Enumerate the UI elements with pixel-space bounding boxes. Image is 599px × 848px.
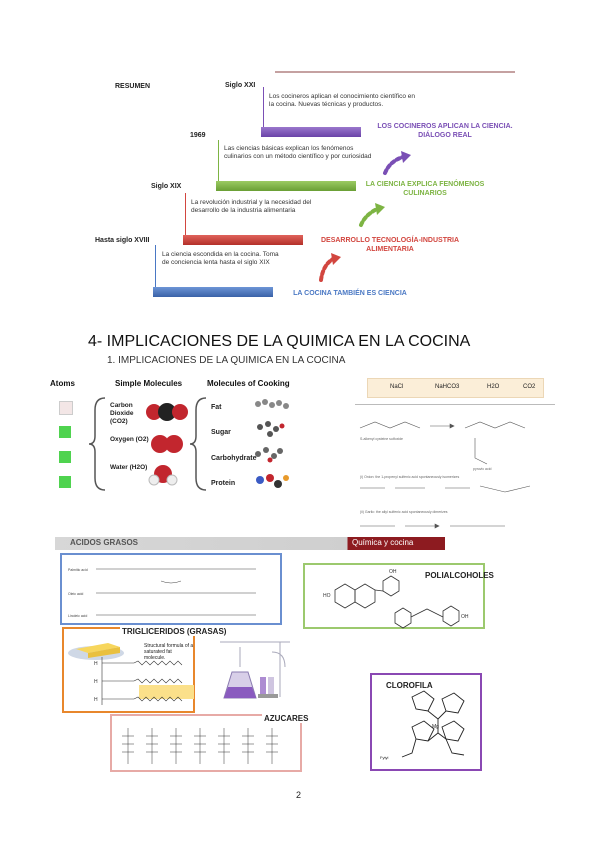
sugar-structures	[122, 728, 278, 764]
polialcoholes-label: POLIALCOHOLES	[425, 571, 494, 580]
banner-label: ACIDOS GRASOS	[70, 538, 139, 547]
triglyceride-structure: H H H	[94, 657, 194, 705]
reaction-figure: NaCl NaHCO3 H2O CO2 S-alkenyl cysteine s…	[355, 376, 555, 536]
clorofila-label: CLOROFILA	[386, 681, 433, 690]
azucares-panel: AZUCARES	[110, 714, 311, 772]
era-vline	[155, 245, 156, 287]
era-caption: LOS COCINEROS APLICAN LA CIENCIA. DIÁLOG…	[377, 123, 513, 139]
acidos-grasos-panel: Palmitic acid Oleic acid Linoleic acid	[60, 553, 282, 625]
svg-text:OH: OH	[461, 614, 469, 620]
svg-text:H: H	[94, 679, 98, 685]
brace-icon	[88, 397, 106, 491]
era-text: Los cocineros aplican el conocimiento ci…	[269, 93, 415, 109]
cooking-molecule-name: Carbohydrate	[211, 455, 257, 462]
svg-text:Linoleic acid: Linoleic acid	[68, 614, 87, 618]
era-text: La ciencia escondida en la cocina. Toma …	[162, 251, 279, 267]
simple-molecule-name: Oxygen (O2)	[110, 436, 149, 443]
o2-molecule-icon	[151, 435, 183, 453]
formula-bar	[367, 378, 544, 398]
cooking-molecule-name: Sugar	[211, 429, 231, 436]
era-step-bar	[183, 235, 303, 245]
butter-icon	[68, 643, 124, 660]
svg-text:H: H	[94, 661, 98, 667]
timeline-top-line	[275, 71, 515, 73]
svg-text:Mg: Mg	[432, 724, 439, 730]
svg-text:Palmitic acid: Palmitic acid	[68, 568, 88, 572]
era-step-bar	[216, 181, 356, 191]
section-subheading: 1. IMPLICACIONES DE LA QUIMICA EN LA COC…	[107, 355, 346, 366]
section-heading: 4- IMPLICACIONES DE LA QUIMICA EN LA COC…	[88, 333, 471, 350]
banner-subtitle: Química y cocina	[352, 538, 414, 547]
svg-text:Fytyl: Fytyl	[380, 755, 389, 760]
trigliceridos-label: TRIGLICERIDOS (GRASAS)	[120, 627, 229, 636]
formula: H2O	[487, 384, 500, 390]
cooking-molecule-name: Protein	[211, 480, 236, 487]
svg-text:HO: HO	[323, 593, 331, 599]
cooking-molecule-name: Fat	[211, 404, 222, 411]
era-label: Siglo XXI	[225, 82, 256, 89]
era-label: Hasta siglo XVIII	[95, 237, 150, 244]
atom-square	[59, 426, 71, 438]
era-vline	[185, 193, 186, 235]
formula: NaCl	[390, 384, 404, 390]
page-number: 2	[296, 790, 302, 800]
svg-text:OH: OH	[389, 569, 397, 575]
timeline-figure: RESUMEN Siglo XXI Los cocineros aplican …	[85, 65, 525, 315]
reaction-scheme: S-alkenyl cysteine sulfoxide pyruvic aci…	[359, 421, 531, 529]
polyphenol-structure: HO OH OH	[323, 569, 469, 629]
svg-text:(ii) Garlic: the allyl sulfeni: (ii) Garlic: the allyl sulfenic acid spo…	[360, 510, 448, 514]
trigliceridos-panel: H H H Structural formula of a saturated fa…	[62, 627, 195, 713]
clorofila-panel: CLOROFILA Mg Fytyl	[370, 673, 482, 771]
cooking-column-header: Molecules of Cooking	[207, 379, 290, 388]
era-caption: LA CIENCIA EXPLICA FENÓMENOS CULINARIOS	[365, 181, 485, 197]
era-label: Siglo XIX	[151, 183, 182, 190]
svg-text:S-alkenyl cysteine sulfoxide: S-alkenyl cysteine sulfoxide	[360, 437, 403, 441]
era-vline	[218, 140, 219, 182]
era-text: Las ciencias básicas explican los fenóme…	[224, 145, 372, 161]
fatty-acid-chains: Palmitic acid Oleic acid Linoleic acid	[68, 568, 256, 618]
era-vline	[263, 87, 264, 127]
svg-text:H: H	[94, 697, 98, 703]
timeline-arrows	[319, 151, 411, 282]
atom-square	[59, 451, 71, 463]
atoms-column-header: Atoms	[50, 379, 75, 388]
era-text: La revolución industrial y la necesidad …	[191, 199, 312, 215]
atom-square	[59, 401, 73, 415]
simple-column-header: Simple Molecules	[115, 379, 183, 388]
svg-text:Oleic acid: Oleic acid	[68, 592, 83, 596]
brace-icon	[189, 397, 207, 491]
h2o-molecule-icon	[148, 465, 178, 486]
lab-equipment-icon	[220, 641, 290, 699]
simple-molecule-name: Carbon Dioxide (CO2)	[110, 402, 134, 426]
era-caption: LA COCINA TAMBIÉN ES CIENCIA	[293, 290, 407, 297]
reaction-divider	[355, 404, 555, 405]
svg-text:(i) Onion: the 1-propenyl sulf: (i) Onion: the 1-propenyl sulfenic acid …	[360, 475, 459, 479]
era-step-bar	[153, 287, 273, 297]
summary-label: RESUMEN	[115, 83, 151, 90]
era-caption: DESARROLLO TECNOLOGÍA-INDUSTRIA ALIMENTA…	[320, 237, 460, 253]
polialcoholes-panel: POLIALCOHOLES HO OH OH	[303, 563, 494, 629]
cooking-molecules-icon	[255, 399, 289, 488]
svg-text:pyruvic acid: pyruvic acid	[473, 467, 492, 471]
formula: NaHCO3	[435, 384, 460, 390]
simple-molecule-name: Water (H2O)	[110, 464, 148, 471]
molecules-figure: Atoms Simple Molecules Molecules of Cook…	[50, 376, 345, 494]
trigliceridos-note: Structural formula of a saturated fat mo…	[144, 643, 194, 661]
formula: CO2	[523, 384, 536, 390]
era-step-bar	[261, 127, 361, 137]
azucares-label: AZUCARES	[262, 714, 311, 723]
co2-molecule-icon	[146, 403, 188, 421]
chlorophyll-structure: Mg Fytyl	[380, 690, 465, 760]
era-label: 1969	[190, 132, 206, 139]
collage-banner	[55, 537, 445, 550]
atom-square	[59, 476, 71, 488]
